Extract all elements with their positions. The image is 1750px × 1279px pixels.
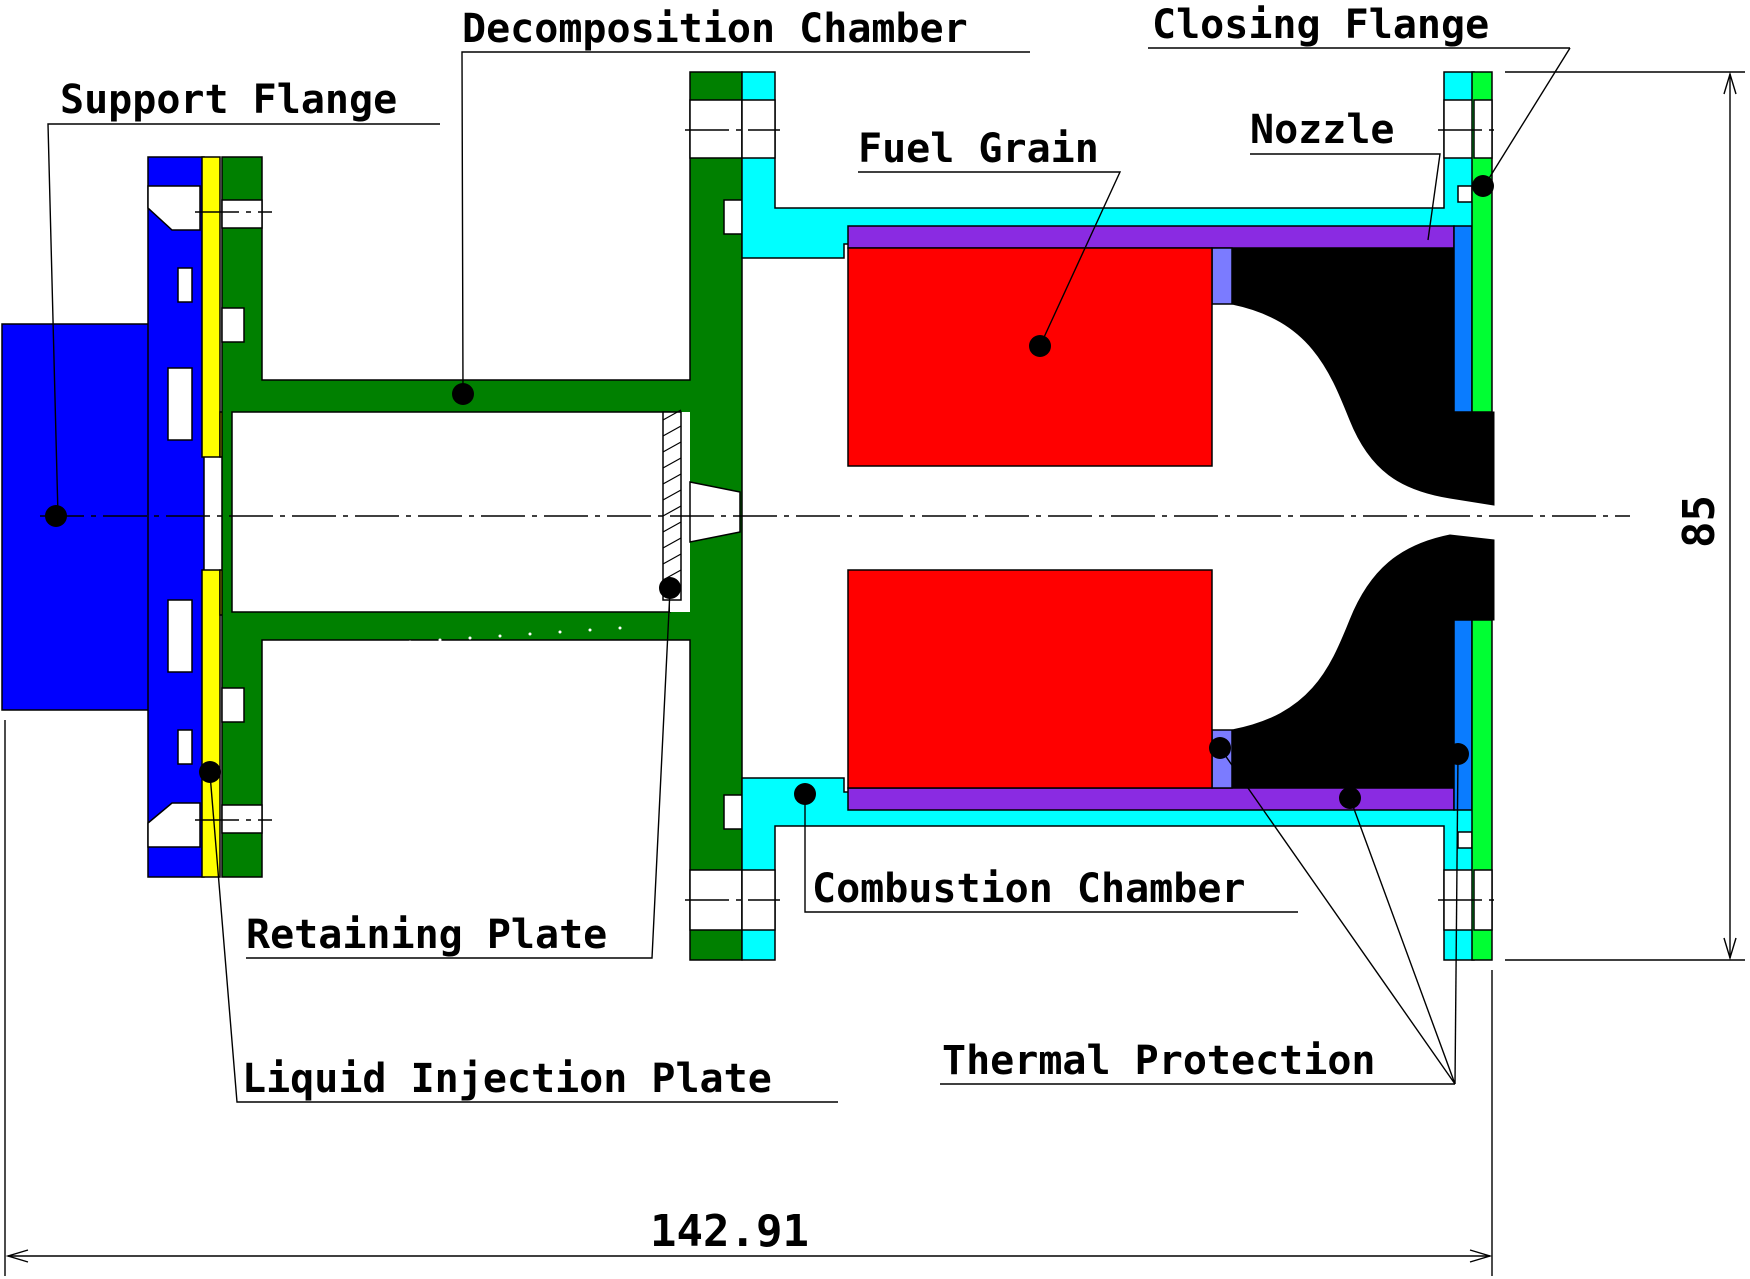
label-support-flange: Support Flange — [60, 77, 397, 123]
closing-flange — [1471, 71, 1493, 961]
nozzle — [1231, 225, 1495, 811]
nozzle-lower — [1231, 534, 1495, 789]
thermal-liner-upper — [847, 225, 1455, 249]
fuel-grain-lower — [847, 569, 1213, 789]
support-flange — [1, 156, 205, 878]
label-combustion-chamber: Combustion Chamber — [812, 866, 1245, 912]
fuel-grain-upper — [847, 247, 1213, 467]
center-lines — [40, 129, 1630, 901]
dimension-height: 85 — [1674, 495, 1725, 548]
label-liquid-injection-plate: Liquid Injection Plate — [242, 1056, 772, 1102]
label-fuel-grain: Fuel Grain — [858, 126, 1099, 172]
nozzle-plate-lower — [1453, 619, 1473, 811]
combustion-chamber — [741, 71, 1475, 961]
fuel-grain — [847, 247, 1213, 789]
thermal-liner-lower — [847, 787, 1455, 811]
leader-dots — [45, 175, 1494, 809]
label-closing-flange: Closing Flange — [1152, 2, 1489, 48]
injection-plate-lower — [201, 569, 221, 878]
thermal-ring-upper — [1211, 247, 1233, 305]
liquid-injection-plate — [201, 156, 233, 878]
label-nozzle: Nozzle — [1250, 107, 1395, 153]
injection-plate-upper — [201, 156, 221, 458]
label-retaining-plate: Retaining Plate — [246, 912, 607, 958]
label-decomposition-chamber: Decomposition Chamber — [462, 6, 968, 52]
label-thermal-protection: Thermal Protection — [942, 1038, 1375, 1084]
dimension-lines — [4, 71, 1745, 1276]
nozzle-plate-upper — [1453, 225, 1473, 413]
support-flange-disc — [147, 156, 205, 878]
nozzle-upper — [1231, 247, 1495, 506]
dimension-length: 142.91 — [650, 1206, 809, 1257]
leader-lines — [47, 47, 1571, 1103]
